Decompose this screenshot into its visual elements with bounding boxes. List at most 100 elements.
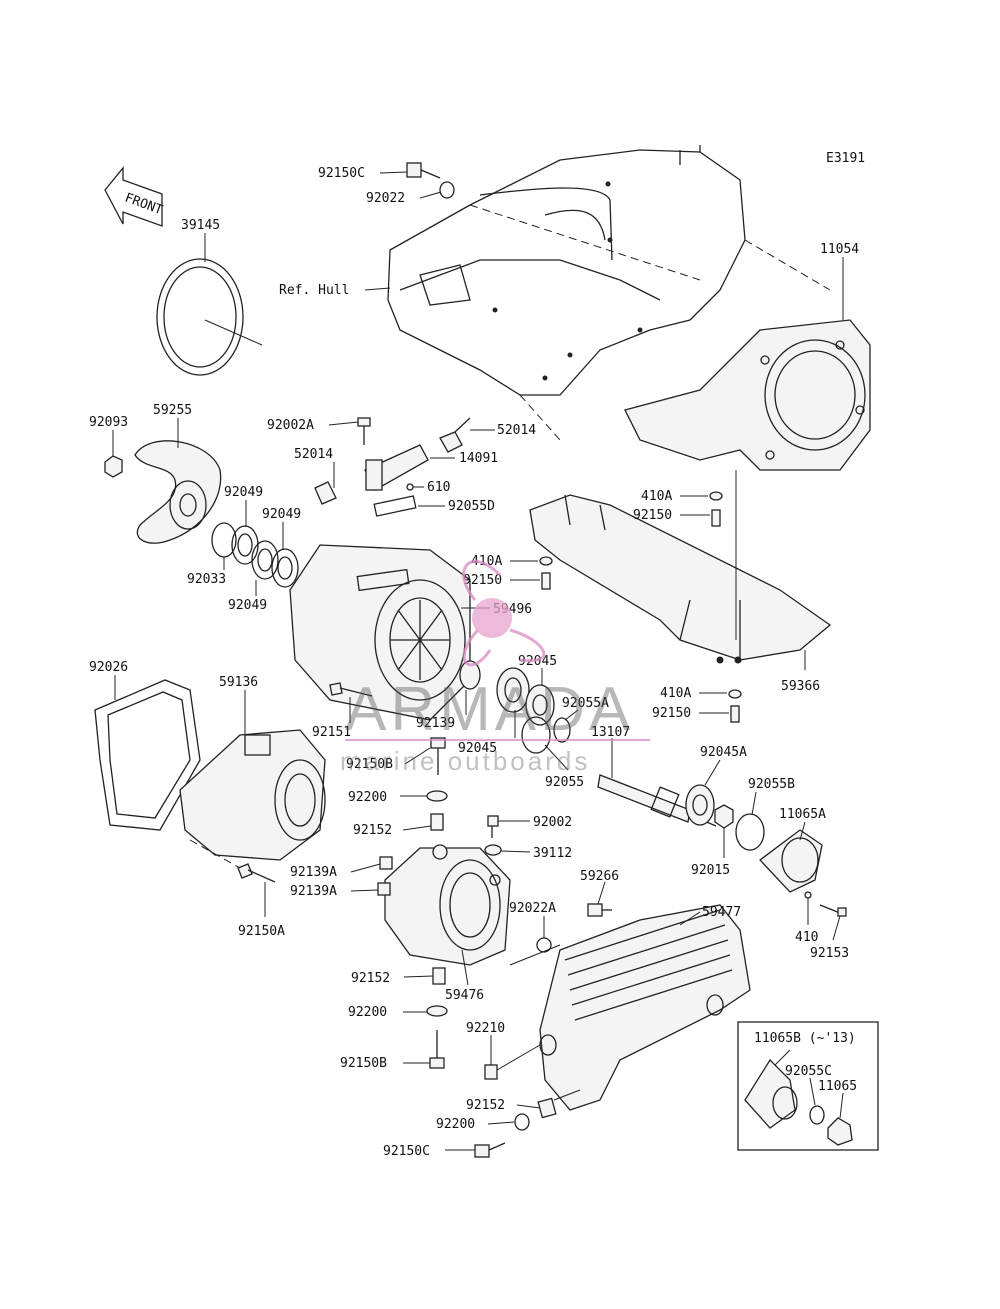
washer-410A-1 xyxy=(709,491,723,501)
bolt-92150-3 xyxy=(730,705,740,723)
label-410: 410 xyxy=(795,930,818,945)
washer-410A-2 xyxy=(539,556,553,566)
housing-11054 xyxy=(624,319,871,471)
watermark-tagline: marine outboards xyxy=(340,746,590,776)
label-410A-2: 410A xyxy=(471,554,502,569)
washer-410 xyxy=(804,891,812,899)
label-92200-c: 92200 xyxy=(436,1117,475,1132)
label-92022: 92022 xyxy=(366,191,405,206)
label-59477: 59477 xyxy=(702,905,741,920)
label-92200-b: 92200 xyxy=(348,1005,387,1020)
label-610: 610 xyxy=(427,480,450,495)
label-92139A-b: 92139A xyxy=(290,884,337,899)
label-92139: 92139 xyxy=(416,716,455,731)
collar-92152-a xyxy=(430,813,444,831)
label-59366: 59366 xyxy=(781,679,820,694)
fitting-59266 xyxy=(587,903,612,917)
stator-59136 xyxy=(179,729,326,861)
collar-92152-c xyxy=(537,1097,557,1119)
bolt-92151 xyxy=(329,682,373,697)
gasket-92055D xyxy=(373,495,417,517)
label-92049-b: 92049 xyxy=(262,507,301,522)
bolt-92002A xyxy=(357,417,371,445)
label-92139A-a: 92139A xyxy=(290,865,337,880)
label-59476: 59476 xyxy=(445,988,484,1003)
label-11065: 11065 xyxy=(818,1079,857,1094)
bolt-92150C-bottom xyxy=(474,1142,506,1158)
bolt-92150-2 xyxy=(541,572,551,590)
collar-92210 xyxy=(484,1064,498,1080)
nut-92093 xyxy=(104,455,123,478)
cap-11065A xyxy=(759,829,823,893)
hull-reference-dashes xyxy=(469,204,831,441)
label-92152-a: 92152 xyxy=(353,823,392,838)
label-52014-right: 52014 xyxy=(497,423,536,438)
label-92033: 92033 xyxy=(187,572,226,587)
watermark-propeller-icon xyxy=(462,560,546,667)
label-92055D: 92055D xyxy=(448,499,495,514)
nozzle-59476 xyxy=(384,844,511,966)
bearing-92045-a xyxy=(496,667,530,713)
seals-92049 xyxy=(231,525,299,588)
label-92045A: 92045A xyxy=(700,745,747,760)
o-ring-92055B xyxy=(735,813,765,851)
fitting-52014-right xyxy=(439,417,471,453)
bolt-92002 xyxy=(487,815,499,838)
label-39145: 39145 xyxy=(181,218,220,233)
label-13107: 13107 xyxy=(591,725,630,740)
leader-lines xyxy=(112,171,844,1151)
bolt-92153 xyxy=(819,904,847,917)
o-ring-610 xyxy=(406,483,414,491)
label-92150A: 92150A xyxy=(238,924,285,939)
bearing-92045A xyxy=(685,784,715,826)
label-92055B: 92055B xyxy=(748,777,795,792)
label-11065B: 11065B (~'13) xyxy=(754,1031,856,1046)
nut-92015 xyxy=(714,804,734,829)
label-92049-a: 92049 xyxy=(224,485,263,500)
o-ring-92055 xyxy=(521,716,551,754)
label-92055C: 92055C xyxy=(785,1064,832,1079)
label-11054: 11054 xyxy=(820,242,859,257)
label-92200-a: 92200 xyxy=(348,790,387,805)
washer-92200-c xyxy=(514,1113,530,1131)
washer-410A-3 xyxy=(728,689,742,699)
label-ref-hull: Ref. Hull xyxy=(279,283,349,298)
label-59255: 59255 xyxy=(153,403,192,418)
label-92151: 92151 xyxy=(312,725,351,740)
label-92150C-top: 92150C xyxy=(318,166,365,181)
bushing-92139 xyxy=(459,660,481,690)
cover-59477 xyxy=(539,904,751,1111)
label-14091: 14091 xyxy=(459,451,498,466)
label-410A-3: 410A xyxy=(660,686,691,701)
label-39112: 39112 xyxy=(533,846,572,861)
label-52014-left: 52014 xyxy=(294,447,333,462)
hull-outline xyxy=(387,145,746,396)
label-92150B-a: 92150B xyxy=(346,757,393,772)
bolt-92150B-a xyxy=(430,737,446,775)
washer-92022 xyxy=(439,181,455,199)
front-arrow-icon: FRONT xyxy=(104,166,165,227)
label-92055A: 92055A xyxy=(562,696,609,711)
shaft-13107 xyxy=(597,774,717,827)
label-92153: 92153 xyxy=(810,946,849,961)
label-92002A: 92002A xyxy=(267,418,314,433)
bearing-92045-b xyxy=(525,684,555,726)
collar-92152-b xyxy=(432,967,446,985)
impeller-59255 xyxy=(134,440,222,544)
ring-39145 xyxy=(156,258,263,376)
label-11065A: 11065A xyxy=(779,807,826,822)
label-92022A: 92022A xyxy=(509,901,556,916)
o-ring-92055A xyxy=(553,717,571,743)
washer-92200-a xyxy=(426,790,448,802)
label-92045-b: 92045 xyxy=(458,741,497,756)
washer-39112 xyxy=(484,844,502,856)
bolt-92150B-b xyxy=(429,1030,445,1069)
label-59266: 59266 xyxy=(580,869,619,884)
label-92210: 92210 xyxy=(466,1021,505,1036)
label-92150C-bottom: 92150C xyxy=(383,1144,430,1159)
label-92002: 92002 xyxy=(533,815,572,830)
bolt-92150C-top xyxy=(406,162,441,179)
fitting-52014-left xyxy=(314,481,337,505)
label-59136: 59136 xyxy=(219,675,258,690)
